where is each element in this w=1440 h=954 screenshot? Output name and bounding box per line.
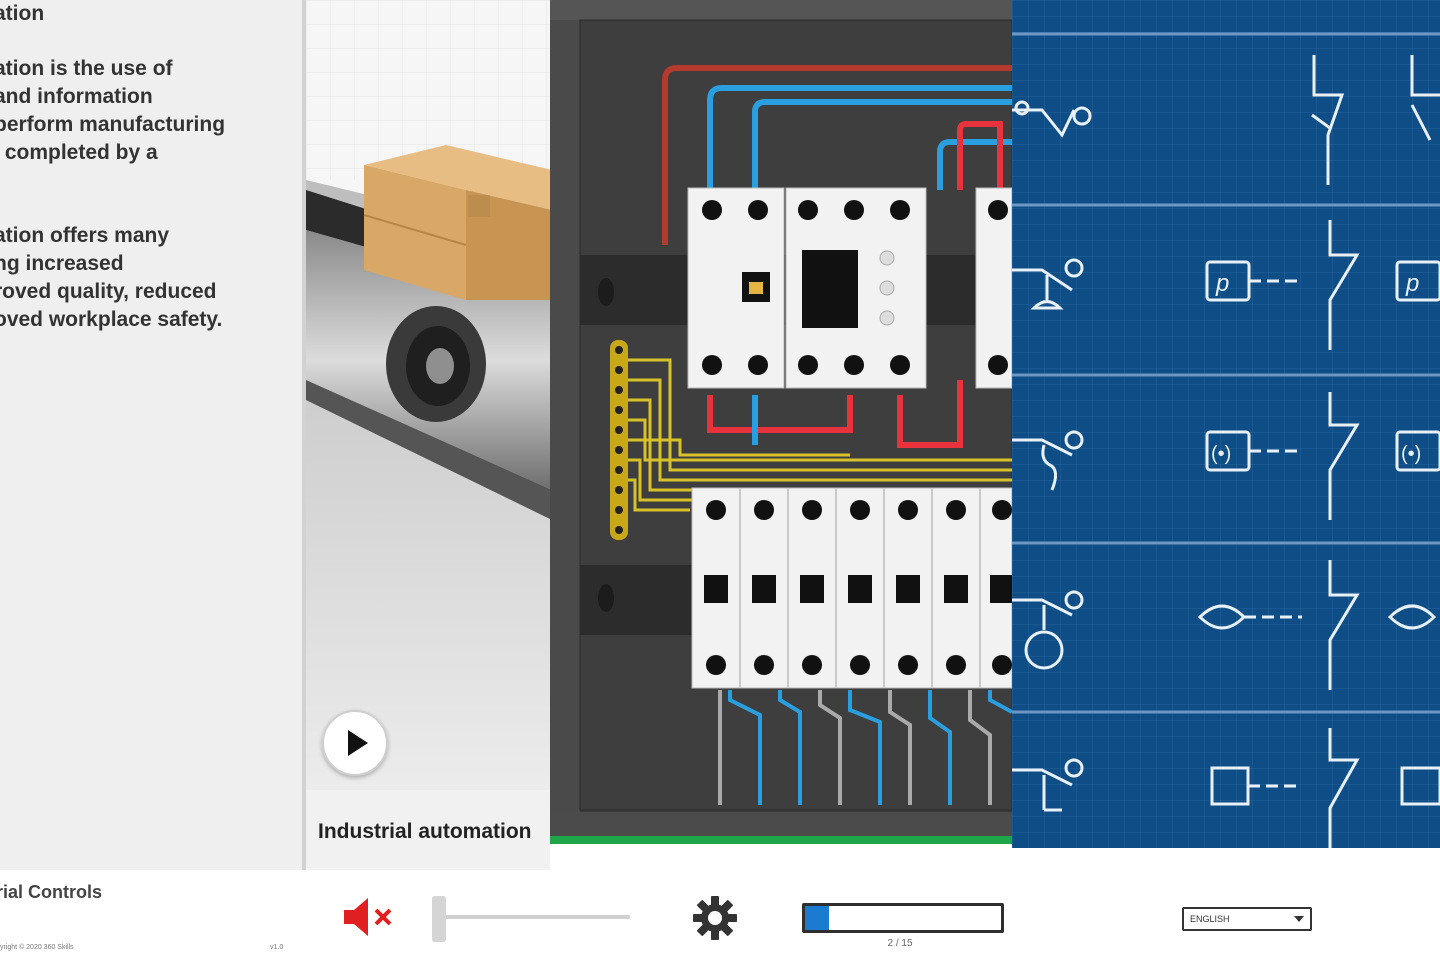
settings-button[interactable] [692,895,738,941]
content-line: ation is the use of [0,57,173,80]
gear-icon [693,896,737,940]
course-progress-bar [802,903,1004,933]
breaker-panel-drawing [550,0,1012,880]
electrical-panel-illustration [550,0,1012,880]
content-text-panel: ation ation is the use of and informatio… [0,0,302,870]
chevron-down-icon [1294,916,1304,922]
content-heading: ation [0,2,45,25]
schematic-symbols: p p (•) (•) [1012,0,1440,862]
course-title: rial Controls [0,882,103,902]
content-line: ation offers many [0,224,170,247]
volume-slider-track[interactable] [440,915,630,919]
content-line: ng increased [0,252,124,275]
video-caption: Industrial automation [318,820,532,843]
volume-slider-handle[interactable] [432,896,446,942]
content-line: and information [0,85,153,108]
content-line: perform manufacturing [0,113,226,136]
play-icon [348,730,368,756]
content-line: ' completed by a [0,141,158,164]
progress-fill [805,906,829,930]
content-line: oved workplace safety. [0,308,223,331]
content-line: roved quality, reduced [0,280,217,303]
symbol-blueprint: p p (•) (•) [1012,0,1440,862]
pressure-symbol-label: p [1215,270,1229,297]
motion-symbol-label: (•) [1401,443,1421,465]
caption-bar [306,790,552,870]
page-counter: 2 / 15 [887,938,913,949]
motion-symbol-label: (•) [1211,443,1231,465]
language-selected-value: ENGLISH [1190,914,1230,924]
copyright-text: yright © 2020 360 Skills [0,944,74,951]
language-select[interactable]: ENGLISH [1182,907,1312,931]
mute-button[interactable] [340,894,398,940]
panel-divider [302,0,306,870]
pressure-symbol-label: p [1405,270,1419,297]
conveyor-illustration [306,0,552,870]
version-label: v1.0 [270,944,284,951]
mute-icon [344,898,392,936]
play-button[interactable] [322,710,388,776]
